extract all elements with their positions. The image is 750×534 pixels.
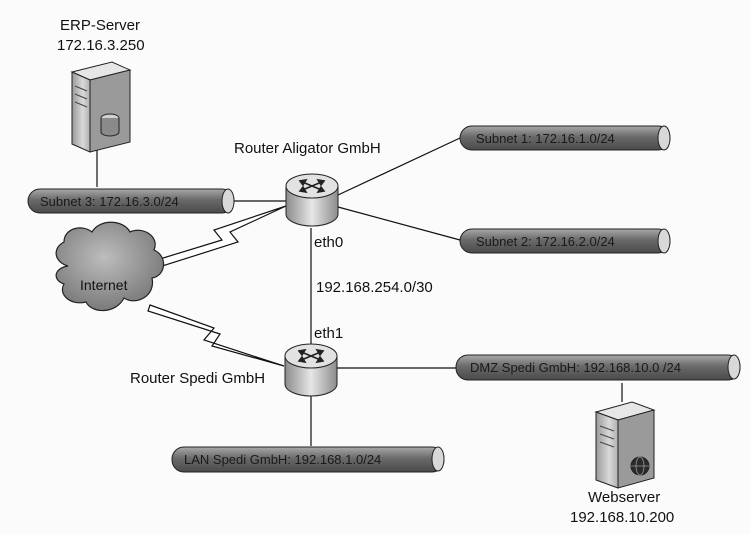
erp-server-name: ERP-Server [60,17,140,34]
segment-subnet3-label: Subnet 3: 172.16.3.0/24 [40,194,179,209]
webserver: Webserver 192.168.10.200 [570,401,674,526]
server-icon [594,401,656,489]
internet-label: Internet [80,277,128,293]
router-aligator-interface: eth0 [314,234,343,251]
cloud-icon: Internet [55,221,165,312]
segment-lan-label: LAN Spedi GmbH: 192.168.1.0/24 [184,452,381,467]
segment-subnet2-label: Subnet 2: 172.16.2.0/24 [476,234,615,249]
link-router-aligator-subnet1 [337,137,461,196]
wan-link-lower [147,304,285,367]
wan-link-upper [148,205,287,269]
webserver-ip: 192.168.10.200 [570,509,674,526]
server-icon [70,61,132,153]
segment-subnet3: Subnet 3: 172.16.3.0/24 [27,188,235,214]
connection-lines [96,137,623,446]
segment-dmz: DMZ Spedi GmbH: 192.168.10.0 /24 [455,354,741,381]
router-icon [284,343,338,397]
cloud-shape [55,221,165,312]
router-spedi-label: Router Spedi GmbH [130,370,265,387]
segment-subnet1: Subnet 1: 172.16.1.0/24 [459,125,671,151]
segment-dmz-label: DMZ Spedi GmbH: 192.168.10.0 /24 [470,360,681,375]
segment-subnet2: Subnet 2: 172.16.2.0/24 [459,228,671,254]
router-aligator-label: Router Aligator GmbH [234,140,381,157]
erp-server: ERP-Server 172.16.3.250 [57,17,145,153]
webserver-name: Webserver [588,489,660,506]
segment-lan: LAN Spedi GmbH: 192.168.1.0/24 [171,446,445,473]
erp-server-ip: 172.16.3.250 [57,37,145,54]
link-router-aligator-subnet2 [337,206,461,241]
router-spedi: eth1 Router Spedi GmbH [130,325,343,397]
router-icon [285,173,339,227]
segment-subnet1-label: Subnet 1: 172.16.1.0/24 [476,131,615,146]
transfer-net-label: 192.168.254.0/30 [316,279,433,296]
router-spedi-interface: eth1 [314,325,343,342]
wan-link-icon [147,205,287,367]
router-aligator: Router Aligator GmbH eth0 [234,140,381,251]
